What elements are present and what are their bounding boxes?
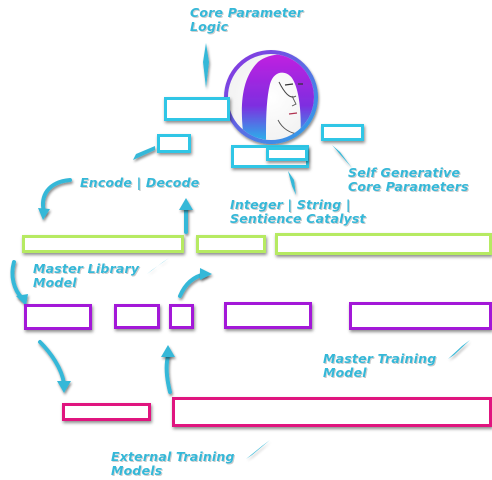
- label-external-training: External Training Models: [111, 450, 235, 478]
- training-box-1: [24, 304, 92, 330]
- label-self-generative-line2: Core Parameters: [348, 179, 469, 194]
- arrowhead-down-magenta: [57, 381, 71, 393]
- library-box-3: [275, 233, 492, 255]
- training-box-3: [169, 304, 194, 329]
- label-master-library: Master Library Model: [33, 262, 139, 290]
- tick-master-training: [448, 340, 470, 359]
- tick-external-training: [246, 440, 270, 459]
- label-core-parameter-logic-line2: Logic: [190, 19, 229, 34]
- tick-self-generative: [332, 145, 352, 168]
- library-box-2: [196, 235, 266, 253]
- library-box-1: [22, 235, 184, 253]
- label-master-training-line2: Model: [323, 365, 367, 380]
- training-box-2: [114, 304, 160, 329]
- tick-core-logic: [203, 43, 209, 88]
- label-external-training-line2: Models: [111, 463, 163, 478]
- core-box-right: [321, 124, 364, 141]
- label-integer-string-line1: Integer | String |: [230, 197, 351, 212]
- label-encode-decode: Encode | Decode: [80, 175, 200, 190]
- arrowhead-up-encode: [179, 198, 193, 210]
- tick-master-library: [147, 258, 169, 274]
- core-box-center-inner: [266, 147, 308, 161]
- label-core-parameter-logic-line1: Core Parameter: [190, 5, 304, 20]
- label-master-library-line1: Master Library: [33, 261, 140, 276]
- core-box-small-left: [157, 134, 191, 153]
- arrowhead-up-purple: [161, 345, 175, 357]
- label-master-training: Master Training Model: [323, 352, 436, 380]
- label-master-library-line2: Model: [33, 275, 77, 290]
- label-core-parameter-logic: Core Parameter Logic: [190, 6, 303, 34]
- label-integer-string-line2: Sentience Catalyst: [230, 211, 366, 226]
- training-box-4: [224, 302, 312, 329]
- label-master-training-line1: Master Training: [323, 351, 437, 366]
- label-external-training-line1: External Training: [111, 449, 235, 464]
- arrow-encode: [41, 178, 72, 214]
- arrowhead-master-library: [16, 294, 28, 306]
- arrowhead-encode: [38, 208, 50, 220]
- arrow-down-magenta: [38, 340, 66, 386]
- external-box-2: [172, 397, 492, 427]
- core-box-top: [164, 97, 230, 121]
- tick-small-box: [133, 146, 155, 160]
- tick-integer: [288, 171, 296, 195]
- portrait-icon: [224, 50, 318, 144]
- arrow-up-purple: [164, 354, 172, 394]
- label-integer-string: Integer | String | Sentience Catalyst: [230, 198, 366, 226]
- label-self-generative-line1: Self Generative: [348, 165, 461, 180]
- arrow-master-library: [10, 260, 24, 300]
- external-box-1: [62, 403, 151, 421]
- training-box-5: [349, 302, 492, 330]
- arrowhead-up-lime: [200, 268, 212, 280]
- label-self-generative: Self Generative Core Parameters: [348, 166, 469, 194]
